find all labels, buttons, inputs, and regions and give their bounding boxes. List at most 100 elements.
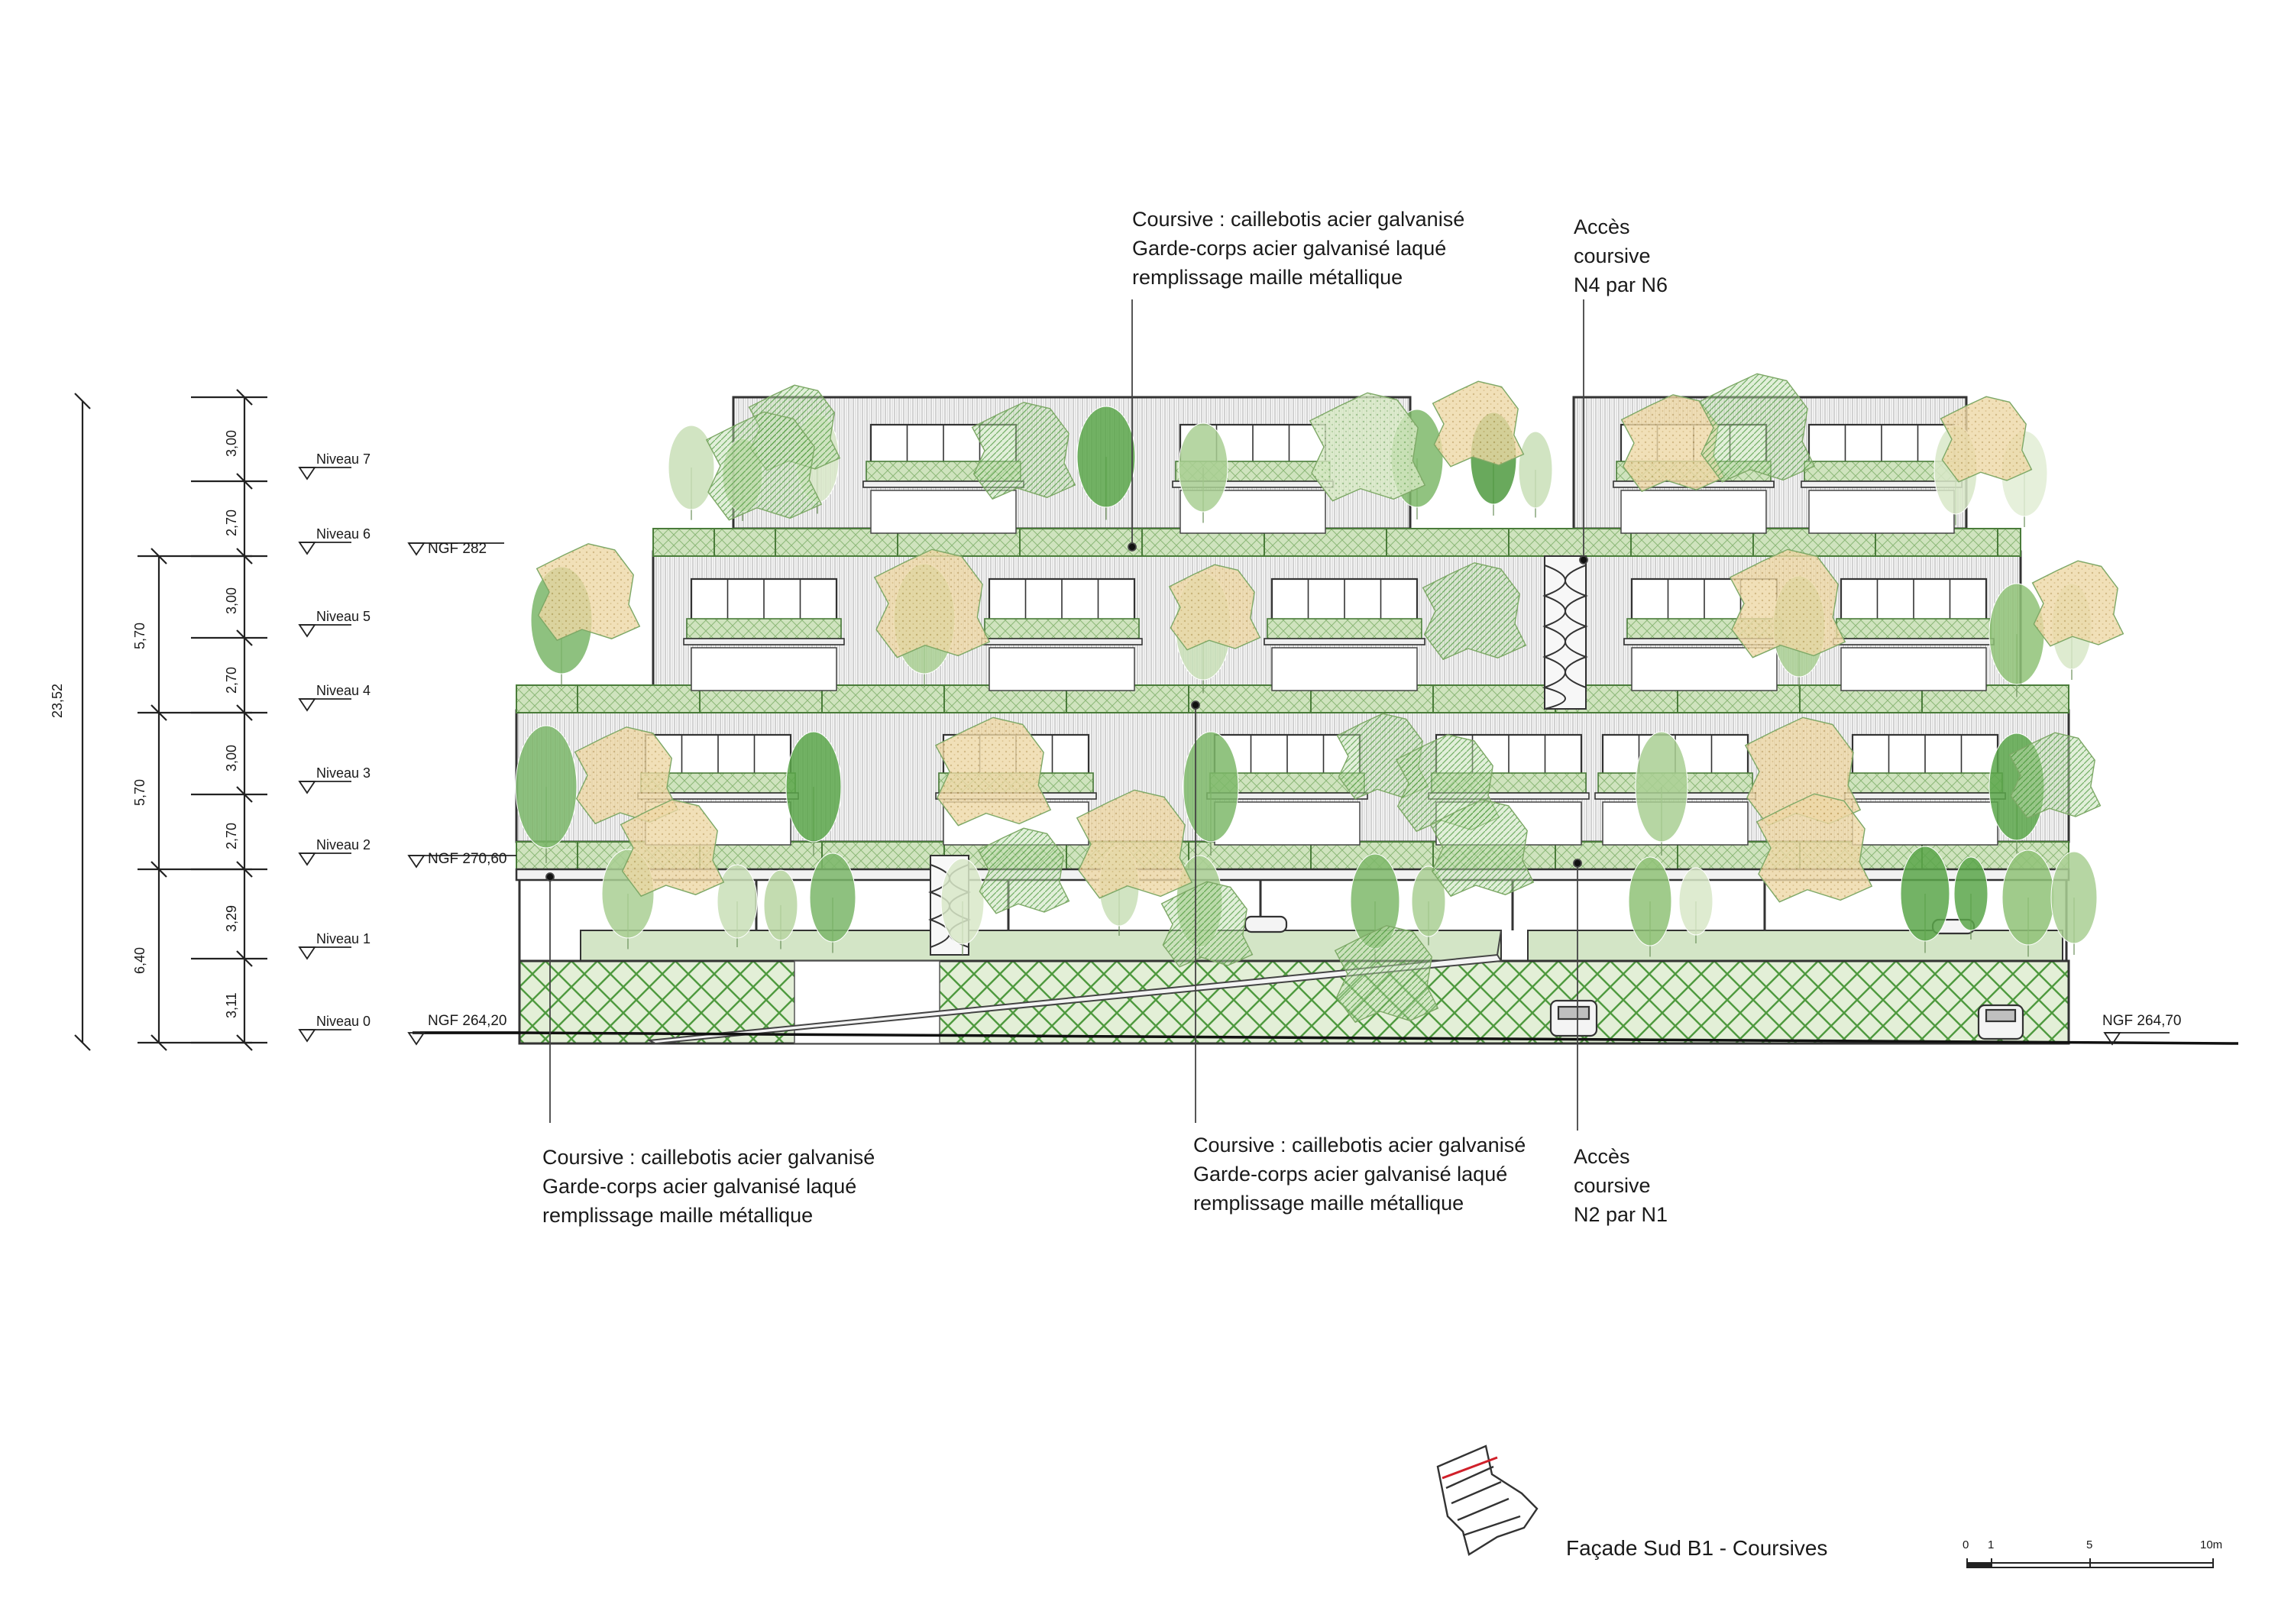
tree-foliage <box>2008 732 2102 819</box>
level-label: Niveau 5 <box>316 609 371 624</box>
tree-canopy <box>515 725 578 849</box>
annotation-line: remplissage maille métallique <box>542 1204 814 1227</box>
drawing-title: Façade Sud B1 - Coursives <box>1566 1536 1828 1560</box>
ngf-label-n6: NGF 282 <box>428 541 487 557</box>
tree-foliage <box>536 543 641 642</box>
tree-canopy <box>1953 856 1988 931</box>
balcony-rail <box>1804 461 1959 482</box>
tree-foliage <box>1940 396 2033 483</box>
balcony-slab <box>1264 638 1425 645</box>
scale-bar <box>1966 1558 2214 1568</box>
window-lower <box>691 647 837 691</box>
annotation-bottom-mid-coursive: Coursive : caillebotis acier galvanisé G… <box>1193 1131 1526 1218</box>
tree-foliage <box>1698 373 1816 483</box>
window-lower <box>1620 490 1767 534</box>
ngf-label-n0-right: NGF 264,70 <box>2102 1013 2182 1029</box>
annotation-line: remplissage maille métallique <box>1132 266 1403 289</box>
tree-foliage <box>1729 548 1846 658</box>
window-lower <box>1852 801 1998 846</box>
dimension-group: 6,40 <box>132 946 147 974</box>
ngf-label-n2: NGF 270,60 <box>428 851 507 867</box>
balcony-rail <box>984 618 1140 639</box>
ngf-label-n0-left: NGF 264,20 <box>428 1013 507 1029</box>
dimension-floor: 3,11 <box>224 992 239 1018</box>
tree-foliage <box>1334 925 1439 1024</box>
tree-foliage <box>705 411 823 521</box>
balcony-rail <box>686 618 842 639</box>
balcony-rail <box>1836 618 1992 639</box>
annotation-line: Garde-corps acier galvanisé laqué <box>1132 237 1447 260</box>
annotation-line: Coursive : caillebotis acier galvanisé <box>1132 208 1465 231</box>
tree-foliage <box>1160 881 1254 968</box>
scale-label: 5 <box>2086 1538 2093 1551</box>
dimension-group: 5,70 <box>132 622 147 649</box>
tree-canopy <box>1628 856 1672 946</box>
tree-canopy <box>940 858 985 945</box>
dimension-total: 23,52 <box>50 683 65 718</box>
annotation-line: Accès <box>1574 215 1630 238</box>
dimension-group: 5,70 <box>132 778 147 806</box>
dimension-floor: 2,70 <box>224 666 239 694</box>
level-label: Niveau 0 <box>316 1014 371 1029</box>
dimension-floor: 3,00 <box>224 744 239 772</box>
tree-canopy <box>1183 731 1239 843</box>
tree-foliage <box>1076 789 1193 899</box>
tree-canopy <box>1988 583 2045 685</box>
scale-label: 0 <box>1963 1538 1969 1551</box>
tree-canopy <box>668 425 715 510</box>
tree-foliage <box>934 717 1052 827</box>
tree-canopy <box>1411 865 1446 937</box>
tree-foliage <box>1755 793 1873 903</box>
annotation-line: Accès <box>1574 1145 1630 1168</box>
tree-canopy <box>2001 849 2055 946</box>
tree-canopy <box>763 869 798 941</box>
level-label: Niveau 4 <box>316 683 371 698</box>
window-lower <box>1808 490 1955 534</box>
tree-foliage <box>1309 392 1426 502</box>
tree-canopy <box>1678 867 1713 936</box>
window-lower <box>989 647 1135 691</box>
annotation-line: coursive <box>1574 244 1651 267</box>
tree-foliage <box>1432 380 1525 467</box>
level-label: Niveau 6 <box>316 526 371 542</box>
window-lower <box>1214 801 1361 846</box>
tree-canopy <box>1635 731 1688 843</box>
balcony-rail <box>1267 618 1422 639</box>
dimension-chains <box>74 389 267 1051</box>
tree-canopy <box>717 864 758 939</box>
level-label: Niveau 3 <box>316 765 371 781</box>
tree-foliage <box>620 799 725 898</box>
tree-foliage <box>873 548 991 658</box>
tree-canopy <box>1900 846 1950 942</box>
level-label: Niveau 1 <box>316 931 371 946</box>
key-plan-icon <box>1436 1444 1539 1556</box>
tree-canopy <box>1518 431 1553 509</box>
tree-foliage <box>971 402 1076 500</box>
annotation-line: Garde-corps acier galvanisé laqué <box>542 1175 857 1198</box>
annotation-line: N4 par N6 <box>1574 273 1668 296</box>
level-label: Niveau 2 <box>316 837 371 852</box>
balcony-slab <box>1844 792 2006 800</box>
annotation-line: N2 par N1 <box>1574 1203 1668 1226</box>
tree-foliage <box>1168 564 1261 651</box>
tree-canopy <box>1178 422 1228 513</box>
annotation-line: coursive <box>1574 1174 1651 1197</box>
tree-canopy <box>809 852 856 943</box>
window-lower <box>1271 647 1418 691</box>
balcony-rail <box>1847 772 2003 794</box>
tree-foliage <box>977 827 1070 914</box>
dimension-floor: 2,70 <box>224 822 239 849</box>
balcony-slab <box>1833 638 1995 645</box>
dimension-floor: 3,00 <box>224 587 239 614</box>
tree-foliage <box>1429 799 1535 898</box>
balcony-slab <box>981 638 1143 645</box>
annotation-bottom-left-coursive: Coursive : caillebotis acier galvanisé G… <box>542 1143 875 1230</box>
dimension-floor: 3,29 <box>224 904 239 932</box>
annotation-line: remplissage maille métallique <box>1193 1192 1464 1215</box>
tree-canopy <box>2050 851 2098 944</box>
balcony-slab <box>683 638 845 645</box>
tree-canopy <box>1076 406 1136 508</box>
annotation-top-coursive: Coursive : caillebotis acier galvanisé G… <box>1132 205 1464 292</box>
dimension-floor: 2,70 <box>224 509 239 536</box>
